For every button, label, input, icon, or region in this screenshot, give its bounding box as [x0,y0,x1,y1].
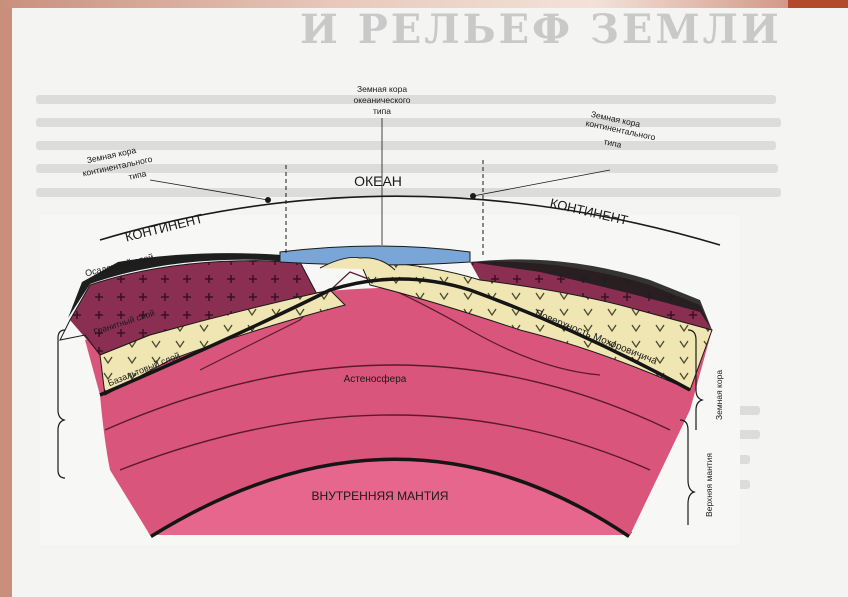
left-crust-leader [150,180,268,200]
asthenosphere-label: Астеносфера [344,373,407,385]
right-crust-leader [473,170,610,196]
left-crust-label-line3: типа [128,168,148,182]
upper-mantle-side-label: Верхняя мантия [704,453,714,517]
right-crust-label-line3: типа [603,136,623,150]
ocean-crust-label-line1: Земная кора [357,84,407,94]
earth-crust-side-label: Земная кора [714,370,724,420]
ocean-label: ОКЕАН [354,173,402,189]
ocean-crust-label-line2: океанического [353,95,410,105]
inner-mantle-label: ВНУТРЕННЯЯ МАНТИЯ [312,489,449,503]
ocean-crust-label-line3: типа [373,106,391,116]
